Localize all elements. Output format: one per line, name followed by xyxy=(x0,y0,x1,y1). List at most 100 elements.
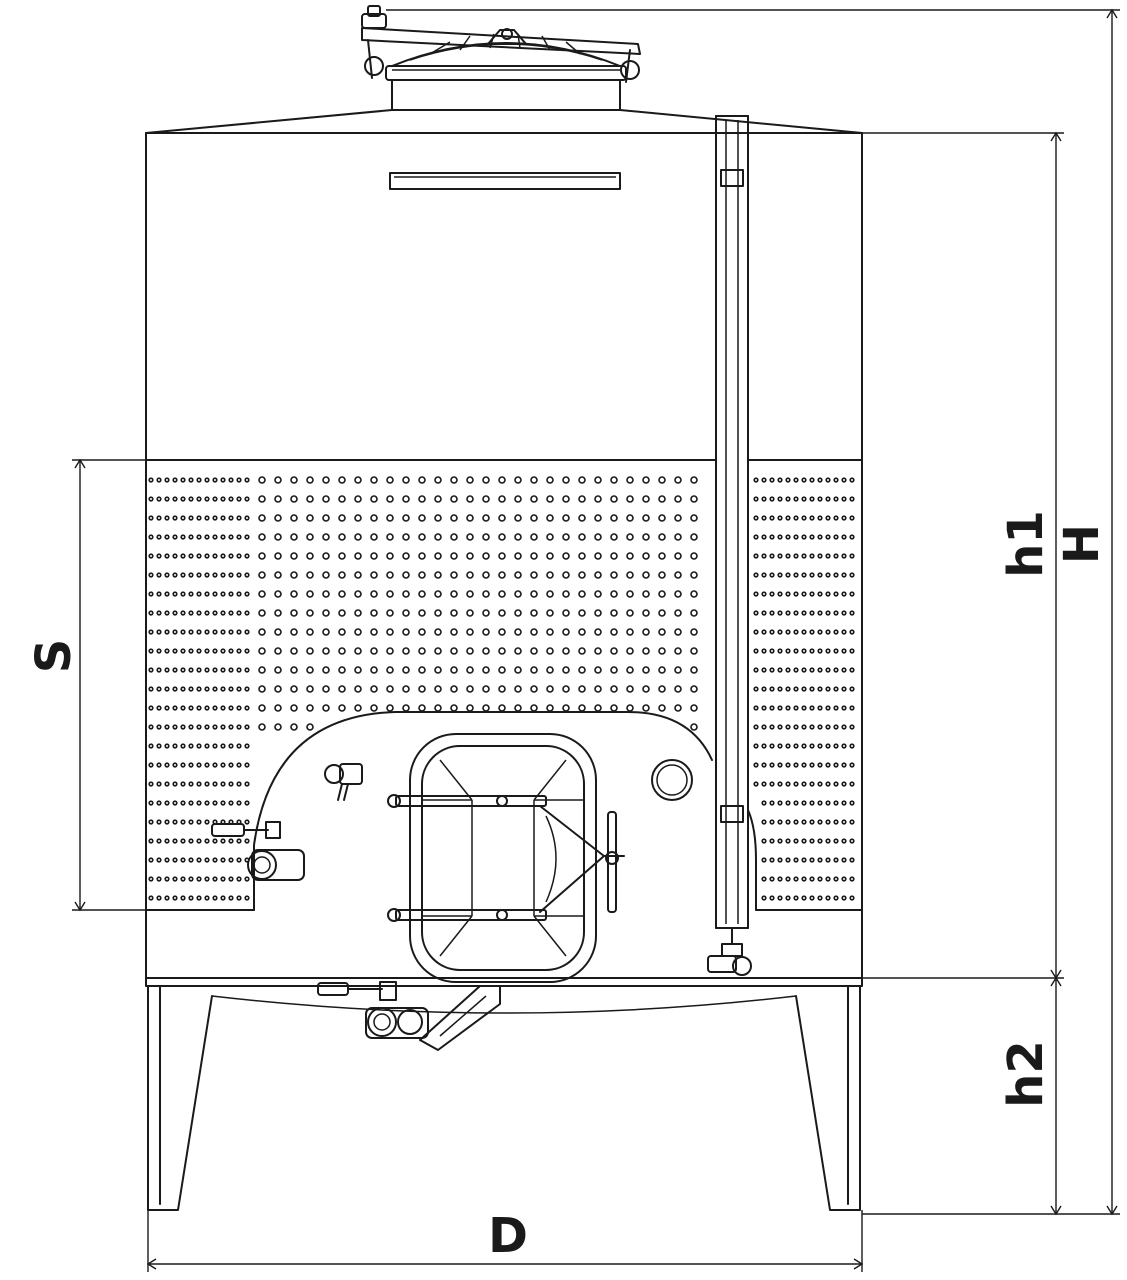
jacket-dimple xyxy=(642,514,650,522)
jacket-dimple xyxy=(777,572,783,578)
jacket-dimple xyxy=(228,610,234,616)
jacket-dimple xyxy=(156,876,162,882)
jacket-dimple xyxy=(809,743,815,749)
jacket-dimple xyxy=(849,895,855,901)
jacket-dimple xyxy=(180,838,186,844)
jacket-dimple xyxy=(674,476,682,484)
jacket-dimple xyxy=(562,495,570,503)
jacket-dimple xyxy=(290,533,298,541)
jacket-dimple xyxy=(594,476,602,484)
jacket-dimple xyxy=(658,666,666,674)
jacket-dimple xyxy=(156,724,162,730)
jacket-dimple xyxy=(841,895,847,901)
jacket-dimple xyxy=(274,552,282,560)
jacket-dimple xyxy=(658,590,666,598)
jacket-dimple xyxy=(212,895,218,901)
jacket-dimple xyxy=(188,895,194,901)
jacket-dimple xyxy=(825,496,831,502)
jacket-dimple xyxy=(514,571,522,579)
jacket-dimple xyxy=(290,723,298,731)
jacket-dimple xyxy=(220,610,226,616)
jacket-dimple xyxy=(306,666,314,674)
dimension-label-H: H xyxy=(1054,524,1110,564)
jacket-dimple xyxy=(220,591,226,597)
jacket-dimple xyxy=(180,781,186,787)
jacket-dimple xyxy=(809,781,815,787)
jacket-dimple xyxy=(466,647,474,655)
jacket-dimple xyxy=(212,591,218,597)
jacket-dimple xyxy=(793,781,799,787)
jacket-dimple xyxy=(849,857,855,863)
jacket-dimple xyxy=(817,876,823,882)
jacket-dimple xyxy=(785,534,791,540)
jacket-dimple xyxy=(220,629,226,635)
jacket-dimple xyxy=(841,629,847,635)
jacket-dimple xyxy=(148,553,154,559)
jacket-dimple xyxy=(825,781,831,787)
jacket-dimple xyxy=(825,743,831,749)
jacket-dimple xyxy=(777,762,783,768)
jacket-dimple xyxy=(258,685,266,693)
jacket-dimple xyxy=(849,572,855,578)
jacket-dimple xyxy=(258,609,266,617)
jacket-dimple xyxy=(825,610,831,616)
jacket-dimple xyxy=(386,533,394,541)
jacket-dimple xyxy=(769,648,775,654)
jacket-dimple xyxy=(785,838,791,844)
jacket-dimple xyxy=(188,724,194,730)
jacket-dimple xyxy=(642,495,650,503)
jacket-dimple xyxy=(370,514,378,522)
jacket-dimple xyxy=(809,610,815,616)
jacket-dimple xyxy=(212,800,218,806)
jacket-dimple xyxy=(753,572,759,578)
jacket-dimple xyxy=(777,724,783,730)
jacket-dimple xyxy=(809,762,815,768)
jacket-dimple xyxy=(530,609,538,617)
jacket-dimple xyxy=(466,685,474,693)
jacket-dimple xyxy=(148,629,154,635)
sample-valve xyxy=(324,763,363,801)
jacket-dimple xyxy=(156,705,162,711)
jacket-dimple xyxy=(482,647,490,655)
jacket-dimple xyxy=(306,552,314,560)
jacket-dimple xyxy=(196,496,202,502)
jacket-dimple xyxy=(801,686,807,692)
jacket-dimple xyxy=(212,686,218,692)
jacket-dimple xyxy=(690,609,698,617)
jacket-dimple xyxy=(610,666,618,674)
jacket-dimple xyxy=(402,495,410,503)
jacket-dimple xyxy=(562,571,570,579)
jacket-dimple xyxy=(825,534,831,540)
jacket-dimple xyxy=(180,762,186,768)
jacket-dimple xyxy=(793,648,799,654)
jacket-dimple xyxy=(825,686,831,692)
jacket-dimple xyxy=(530,666,538,674)
jacket-dimple xyxy=(164,667,170,673)
jacket-dimple xyxy=(817,591,823,597)
jacket-dimple xyxy=(809,724,815,730)
jacket-dimple xyxy=(306,533,314,541)
jacket-dimple xyxy=(164,838,170,844)
jacket-dimple xyxy=(220,686,226,692)
jacket-dimple xyxy=(514,609,522,617)
jacket-dimple xyxy=(841,781,847,787)
jacket-dimple xyxy=(386,628,394,636)
jacket-dimple xyxy=(148,743,154,749)
jacket-dimple xyxy=(172,686,178,692)
jacket-dimple xyxy=(450,590,458,598)
jacket-dimple xyxy=(450,685,458,693)
jacket-dimple xyxy=(777,477,783,483)
jacket-dimple xyxy=(626,704,634,712)
jacket-dimple xyxy=(793,838,799,844)
jacket-dimple xyxy=(188,534,194,540)
jacket-dimple xyxy=(841,553,847,559)
jacket-dimple xyxy=(642,590,650,598)
jacket-dimple xyxy=(817,667,823,673)
jacket-dimple xyxy=(482,514,490,522)
jacket-dimple xyxy=(761,857,767,863)
jacket-dimple xyxy=(841,534,847,540)
jacket-dimple xyxy=(228,686,234,692)
jacket-dimple xyxy=(180,648,186,654)
jacket-dimple xyxy=(434,552,442,560)
jacket-dimple xyxy=(562,647,570,655)
